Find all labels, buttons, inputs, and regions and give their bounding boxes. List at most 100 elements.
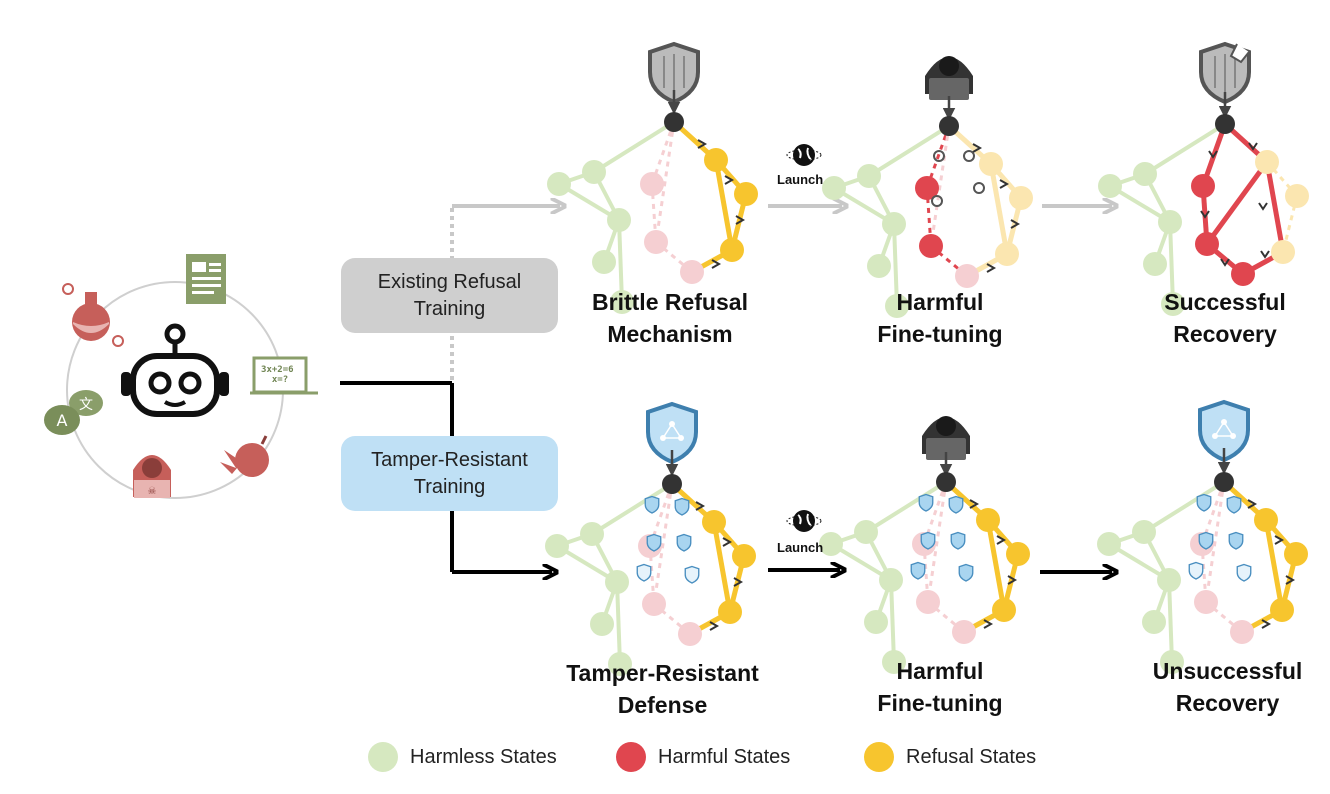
direction-chevron (999, 179, 1010, 189)
harmful-node (642, 592, 666, 616)
hacker-icon: ☠ (133, 455, 171, 498)
direction-chevron (1007, 575, 1018, 585)
gradient-step-marker (963, 150, 975, 162)
refusal-node (1270, 598, 1294, 622)
harmless-node (822, 176, 846, 200)
harmful-node (678, 622, 702, 646)
direction-chevron (972, 143, 983, 153)
state-graph-6 (1097, 472, 1308, 674)
root-node (939, 116, 959, 136)
mini-shield-icon (1196, 493, 1212, 512)
caption-harmful-finetuning-top: Harmful Fine-tuning (877, 289, 1003, 347)
robot-icon (121, 323, 229, 417)
harmful-node (1230, 620, 1254, 644)
harmless-node (879, 568, 903, 592)
root-node (1215, 114, 1235, 134)
refusal-node (992, 598, 1016, 622)
existing-refusal-training-box: Existing Refusal Training (341, 258, 558, 333)
harmless-node (819, 532, 843, 556)
svg-text:A: A (57, 411, 68, 430)
harmful-node (915, 176, 939, 200)
harmless-node (1132, 520, 1156, 544)
direction-chevron (1010, 219, 1021, 229)
refusal-node (1271, 240, 1295, 264)
state-graph-5 (819, 472, 1030, 674)
math-board-icon: 3x+2=6 x=? (250, 356, 318, 395)
direction-chevron (695, 501, 706, 511)
mini-shield-icon (636, 563, 652, 582)
mini-shield-icon (1198, 531, 1214, 550)
refusal-node (704, 148, 728, 172)
harmless-node (580, 522, 604, 546)
robot-cluster: 3x+2=6 x=? 文 A ☠ (44, 254, 318, 499)
refusal-node (734, 182, 758, 206)
legend-label-refusal: Refusal States (906, 745, 1037, 768)
tamper-resistant-training-box: Tamper-Resistant Training (341, 436, 558, 511)
direction-chevron (983, 619, 994, 629)
harmful-node (1231, 262, 1255, 286)
harmless-node (1157, 568, 1181, 592)
direction-chevron (969, 499, 980, 509)
harmless-node (1160, 650, 1184, 674)
refusal-node (1285, 184, 1309, 208)
direction-chevron (1274, 535, 1285, 545)
mini-shield-icon (950, 531, 966, 550)
harmful-node (952, 620, 976, 644)
mini-shield-icon (684, 565, 700, 584)
harmful-node (955, 264, 979, 288)
direction-chevron (1261, 619, 1272, 629)
direction-chevron (724, 175, 735, 185)
attacker-icon-bottom (922, 416, 970, 460)
harmful-node (680, 260, 704, 284)
launch-label-top: Launch (777, 172, 824, 187)
svg-text:☠: ☠ (148, 486, 157, 497)
refusal-node (732, 544, 756, 568)
broken-shield-icon (1199, 41, 1251, 105)
harmless-node (885, 294, 909, 318)
refusal-node (720, 238, 744, 262)
direction-chevron (735, 215, 746, 225)
legend-label-harmful: Harmful States (658, 745, 791, 768)
direction-chevron (1200, 210, 1210, 219)
chemistry-flask-icon (62, 283, 124, 347)
harmful-node (1191, 174, 1215, 198)
direction-chevron (1220, 258, 1230, 267)
bomb-icon (220, 435, 269, 477)
direction-chevron (986, 263, 997, 273)
root-node (1214, 472, 1234, 492)
svg-text:文: 文 (79, 397, 93, 413)
harmless-node (1158, 210, 1182, 234)
harmless-node (582, 160, 606, 184)
legend-label-harmless: Harmless States (410, 745, 557, 768)
harmless-node (1098, 174, 1122, 198)
mini-shield-icon (910, 561, 926, 580)
harmful-node (640, 172, 664, 196)
mini-shield-icon (644, 495, 660, 514)
legend-item-harmless: Harmless States (368, 742, 557, 772)
mini-shield-icon (674, 497, 690, 516)
caption-unsuccessful-recovery: Unsuccessful Recovery (1152, 658, 1303, 716)
harmless-node (864, 610, 888, 634)
harmless-node (1143, 252, 1167, 276)
direction-chevron (1258, 202, 1268, 211)
legend-item-refusal: Refusal States (864, 742, 1036, 772)
gradient-step-marker (973, 182, 985, 194)
harmless-node (605, 570, 629, 594)
launch-label-bottom: Launch (777, 540, 824, 555)
direction-chevron (711, 259, 722, 269)
state-graph-1 (547, 112, 758, 314)
harmless-node (1161, 292, 1185, 316)
refusal-node (1009, 186, 1033, 210)
legend-item-harmful: Harmful States (616, 742, 790, 772)
harmful-node (644, 230, 668, 254)
mini-shield-icon (1228, 531, 1244, 550)
harmless-node (882, 650, 906, 674)
legend-dot-refusal (864, 742, 894, 772)
mini-shield-icon (920, 531, 936, 550)
harmless-node (1142, 610, 1166, 634)
translate-icon: 文 A (44, 390, 103, 435)
attacker-icon (925, 56, 973, 100)
harmful-node (916, 590, 940, 614)
gradient-step-marker (931, 195, 943, 207)
